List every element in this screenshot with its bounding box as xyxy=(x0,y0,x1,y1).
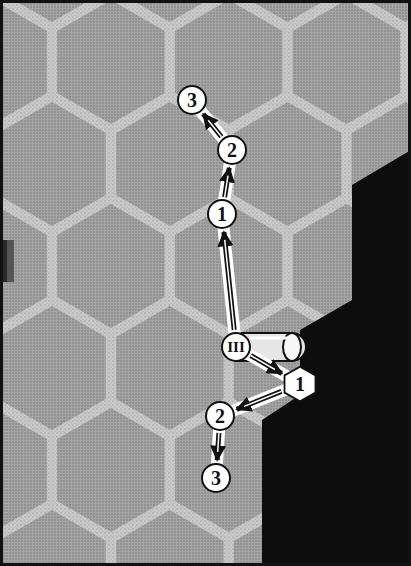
arrow-line xyxy=(203,114,221,137)
path-step: 1 xyxy=(282,366,318,402)
step-number: 2 xyxy=(215,406,225,426)
arrow-inner xyxy=(244,391,281,406)
hex-cell xyxy=(0,102,106,226)
arrow-inner xyxy=(251,356,275,370)
arrow-line xyxy=(217,433,219,460)
hex-cell xyxy=(0,0,47,124)
hex-edge xyxy=(222,214,236,347)
step-number: 3 xyxy=(211,468,221,488)
path-step: 3 xyxy=(201,463,231,493)
path-step: 3 xyxy=(177,85,207,115)
hex-cell xyxy=(0,204,47,328)
hex-cell xyxy=(57,408,164,532)
hex-cell xyxy=(0,306,106,430)
arrow-inner xyxy=(225,240,234,330)
hex-cell xyxy=(234,102,341,226)
path-step: 2 xyxy=(217,135,247,165)
arrow-line xyxy=(225,168,230,197)
unit-size: III xyxy=(227,340,245,355)
hex-cell xyxy=(0,510,106,566)
step-number: 2 xyxy=(227,140,237,160)
path-step: 2 xyxy=(205,401,235,431)
arrow-line xyxy=(251,356,282,374)
hex-cell xyxy=(0,408,47,532)
step-number: 3 xyxy=(187,90,197,110)
arrow-inner xyxy=(208,120,221,136)
step-number: 1 xyxy=(217,204,227,224)
path-step: 1 xyxy=(207,199,237,229)
step-number: 1 xyxy=(295,374,305,394)
hex-cell xyxy=(57,0,164,124)
hex-cell xyxy=(116,510,223,566)
hex-cell xyxy=(293,0,400,124)
move-arrow xyxy=(222,214,236,347)
hex-cell xyxy=(57,204,164,328)
arrow-line xyxy=(237,391,282,409)
arrow-line xyxy=(224,232,234,330)
hex-cell xyxy=(175,0,282,124)
arrow-inner xyxy=(218,433,219,452)
arrow-inner xyxy=(225,176,228,198)
unit-marker: III xyxy=(221,332,251,362)
